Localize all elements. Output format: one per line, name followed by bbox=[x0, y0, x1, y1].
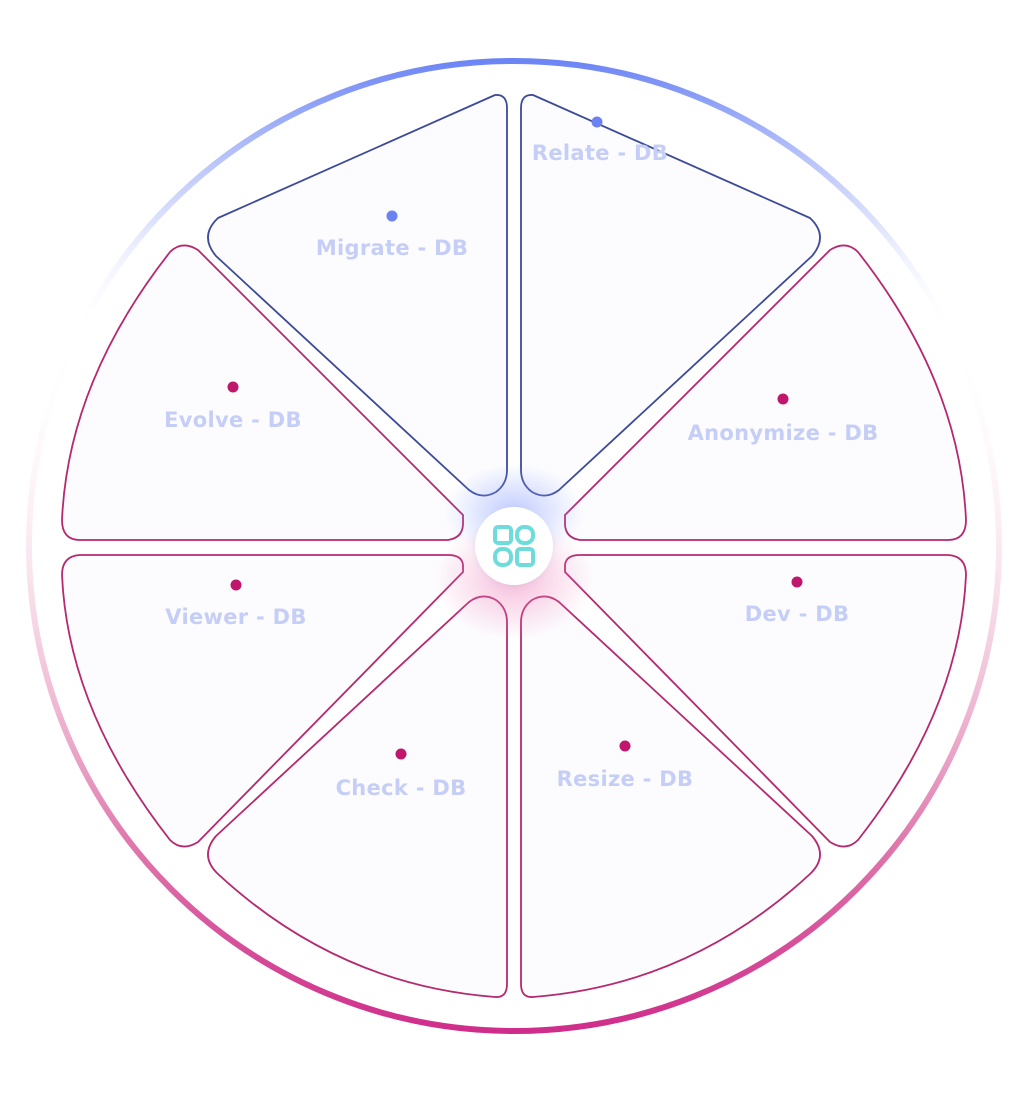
segment-evolve-dot bbox=[227, 381, 239, 393]
segment-evolve-shape[interactable] bbox=[61, 244, 464, 541]
segment-resize-shape[interactable] bbox=[520, 595, 821, 998]
segment-resize[interactable]: Resize - DB bbox=[520, 595, 821, 998]
segment-migrate-dot bbox=[386, 210, 398, 222]
segment-dev[interactable]: Dev - DB bbox=[564, 554, 967, 848]
segment-migrate-label: Migrate - DB bbox=[316, 236, 468, 260]
segment-viewer-label: Viewer - DB bbox=[165, 605, 306, 629]
segment-check[interactable]: Check - DB bbox=[207, 595, 508, 998]
segment-evolve-label: Evolve - DB bbox=[164, 408, 302, 432]
hub-circle[interactable] bbox=[475, 507, 553, 585]
segment-resize-dot bbox=[619, 740, 631, 752]
segment-anonymize-label: Anonymize - DB bbox=[688, 421, 879, 445]
segment-resize-label: Resize - DB bbox=[557, 767, 694, 791]
segment-check-dot bbox=[395, 748, 407, 760]
outer-ring bbox=[26, 58, 1002, 1034]
segment-check-label: Check - DB bbox=[336, 776, 467, 800]
segment-anonymize-dot bbox=[777, 393, 789, 405]
segment-anonymize-shape[interactable] bbox=[564, 244, 967, 541]
segment-relate-label: Relate - DB bbox=[532, 141, 668, 165]
segment-relate-dot bbox=[591, 116, 603, 128]
segment-check-shape[interactable] bbox=[207, 595, 508, 998]
segment-anonymize[interactable]: Anonymize - DB bbox=[564, 244, 967, 541]
segment-dev-label: Dev - DB bbox=[745, 602, 850, 626]
grid-blocks-icon bbox=[493, 525, 535, 567]
segment-viewer-dot bbox=[230, 579, 242, 591]
segment-evolve[interactable]: Evolve - DB bbox=[61, 244, 464, 541]
hub[interactable] bbox=[475, 507, 553, 585]
segment-dev-dot bbox=[791, 576, 803, 588]
